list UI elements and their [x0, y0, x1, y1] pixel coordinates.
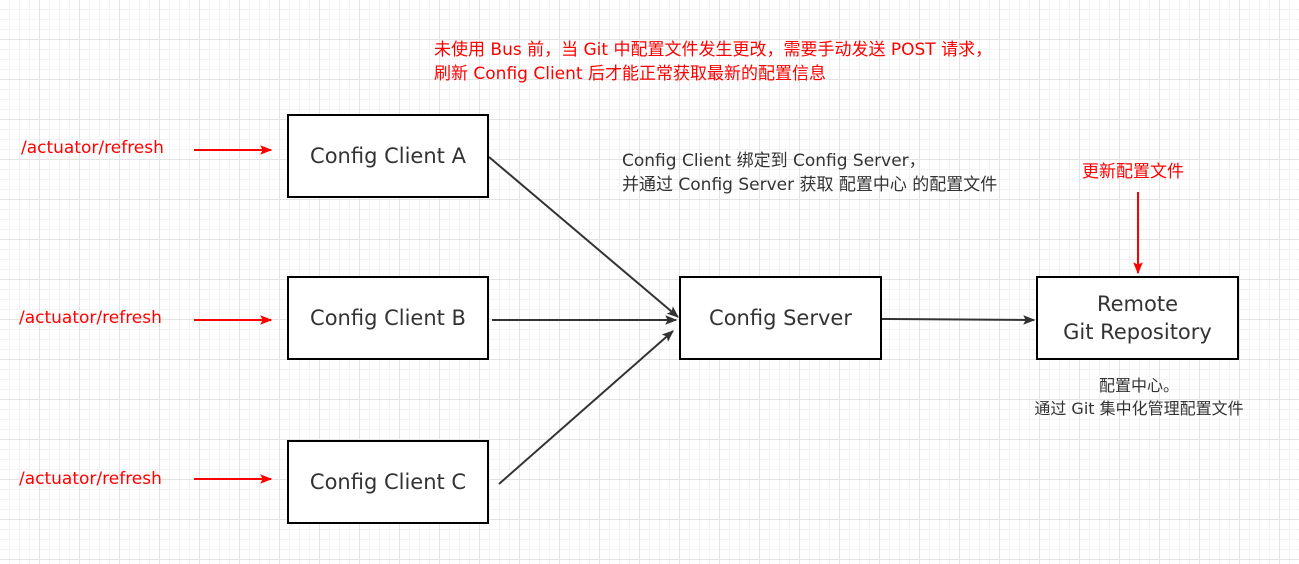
label-refresh-c: /actuator/refresh — [19, 469, 162, 489]
note-repo-desc-line2: 通过 Git 集中化管理配置文件 — [1034, 399, 1244, 418]
note-binding-line1: Config Client 绑定到 Config Server， — [622, 151, 926, 171]
edge-client-a-to-server — [488, 156, 679, 318]
node-label-line1: Remote — [1096, 292, 1179, 316]
note-top-line2: 刷新 Config Client 后才能正常获取最新的配置信息 — [434, 64, 826, 84]
label-refresh-b: /actuator/refresh — [19, 308, 162, 328]
node-label: Config Server — [709, 306, 852, 330]
note-top: 未使用 Bus 前，当 Git 中配置文件发生更改，需要手动发送 POST 请求… — [434, 38, 992, 86]
node-config-client-c: Config Client C — [287, 440, 489, 524]
note-binding: Config Client 绑定到 Config Server， 并通过 Con… — [622, 149, 997, 197]
node-label-line2: Git Repository — [1063, 320, 1212, 344]
node-config-client-a: Config Client A — [287, 114, 489, 198]
edge-server-to-repo — [881, 315, 1036, 325]
node-label: Config Client B — [310, 306, 466, 330]
note-repo-desc: 配置中心。 通过 Git 集中化管理配置文件 — [1015, 374, 1263, 420]
node-config-client-b: Config Client B — [287, 276, 489, 360]
node-config-server: Config Server — [679, 276, 882, 360]
note-top-line1: 未使用 Bus 前，当 Git 中配置文件发生更改，需要手动发送 POST 请求… — [434, 40, 993, 60]
note-repo-desc-line1: 配置中心。 — [1098, 376, 1179, 395]
node-remote-git-repository: Remote Git Repository — [1036, 276, 1239, 360]
edge-client-c-to-server — [498, 330, 674, 485]
node-label: Config Client C — [309, 470, 467, 494]
note-binding-line2: 并通过 Config Server 获取 配置中心 的配置文件 — [622, 175, 998, 195]
node-label: Config Client A — [310, 144, 466, 168]
label-refresh-a: /actuator/refresh — [21, 138, 164, 158]
label-update-config: 更新配置文件 — [1082, 162, 1184, 182]
